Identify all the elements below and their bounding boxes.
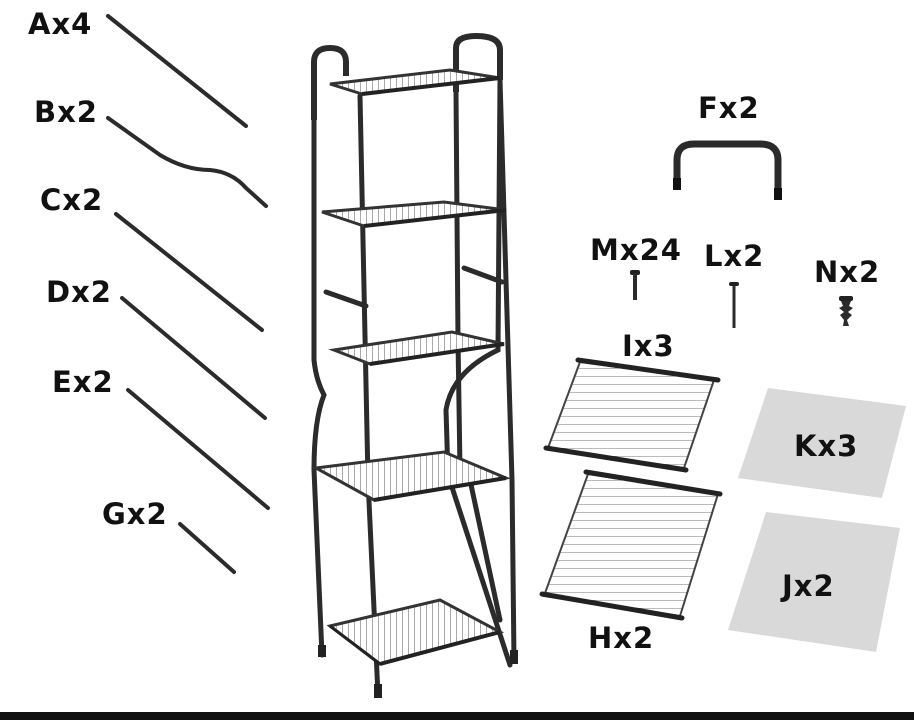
assembled-shelf-tower [311, 32, 518, 698]
part-n-anchor [839, 296, 853, 326]
label-part-h: Hx2 [588, 621, 655, 655]
label-part-a: Ax4 [28, 7, 93, 41]
label-part-b: Bx2 [34, 95, 98, 129]
label-part-f: Fx2 [698, 91, 760, 125]
part-a-rod [106, 14, 248, 128]
part-e-rod [126, 388, 270, 510]
part-l-screw [729, 282, 739, 328]
part-d-rod [120, 296, 267, 420]
label-part-c: Cx2 [40, 183, 104, 217]
part-h-wire-shelf [539, 469, 723, 621]
label-part-d: Dx2 [46, 275, 112, 309]
label-part-k: Kx3 [794, 429, 859, 463]
tower-shelf-4 [311, 450, 512, 502]
part-i-wire-shelf [543, 357, 721, 473]
label-part-i: Ix3 [622, 329, 675, 363]
part-g-rod [178, 522, 236, 574]
part-j-panel [728, 512, 900, 652]
tower-shelf-2 [321, 200, 507, 228]
part-f-handle [673, 140, 782, 200]
part-m-screw [630, 270, 640, 300]
tower-shelf-1 [329, 68, 501, 96]
label-part-j: Jx2 [782, 569, 835, 603]
label-part-n: Nx2 [814, 255, 881, 289]
part-b-rod [106, 116, 268, 208]
bottom-border [0, 712, 914, 720]
part-k-panel [738, 388, 906, 498]
tower-top-handle-left [311, 44, 349, 120]
label-part-e: Ex2 [52, 365, 114, 399]
part-c-rod [114, 212, 264, 332]
tower-top-handle-right [453, 32, 503, 92]
label-part-m: Mx24 [590, 233, 682, 267]
tower-shelf-3 [328, 330, 505, 366]
tower-shelf-5 [326, 598, 505, 666]
label-part-l: Lx2 [704, 239, 765, 273]
label-part-g: Gx2 [102, 497, 168, 531]
